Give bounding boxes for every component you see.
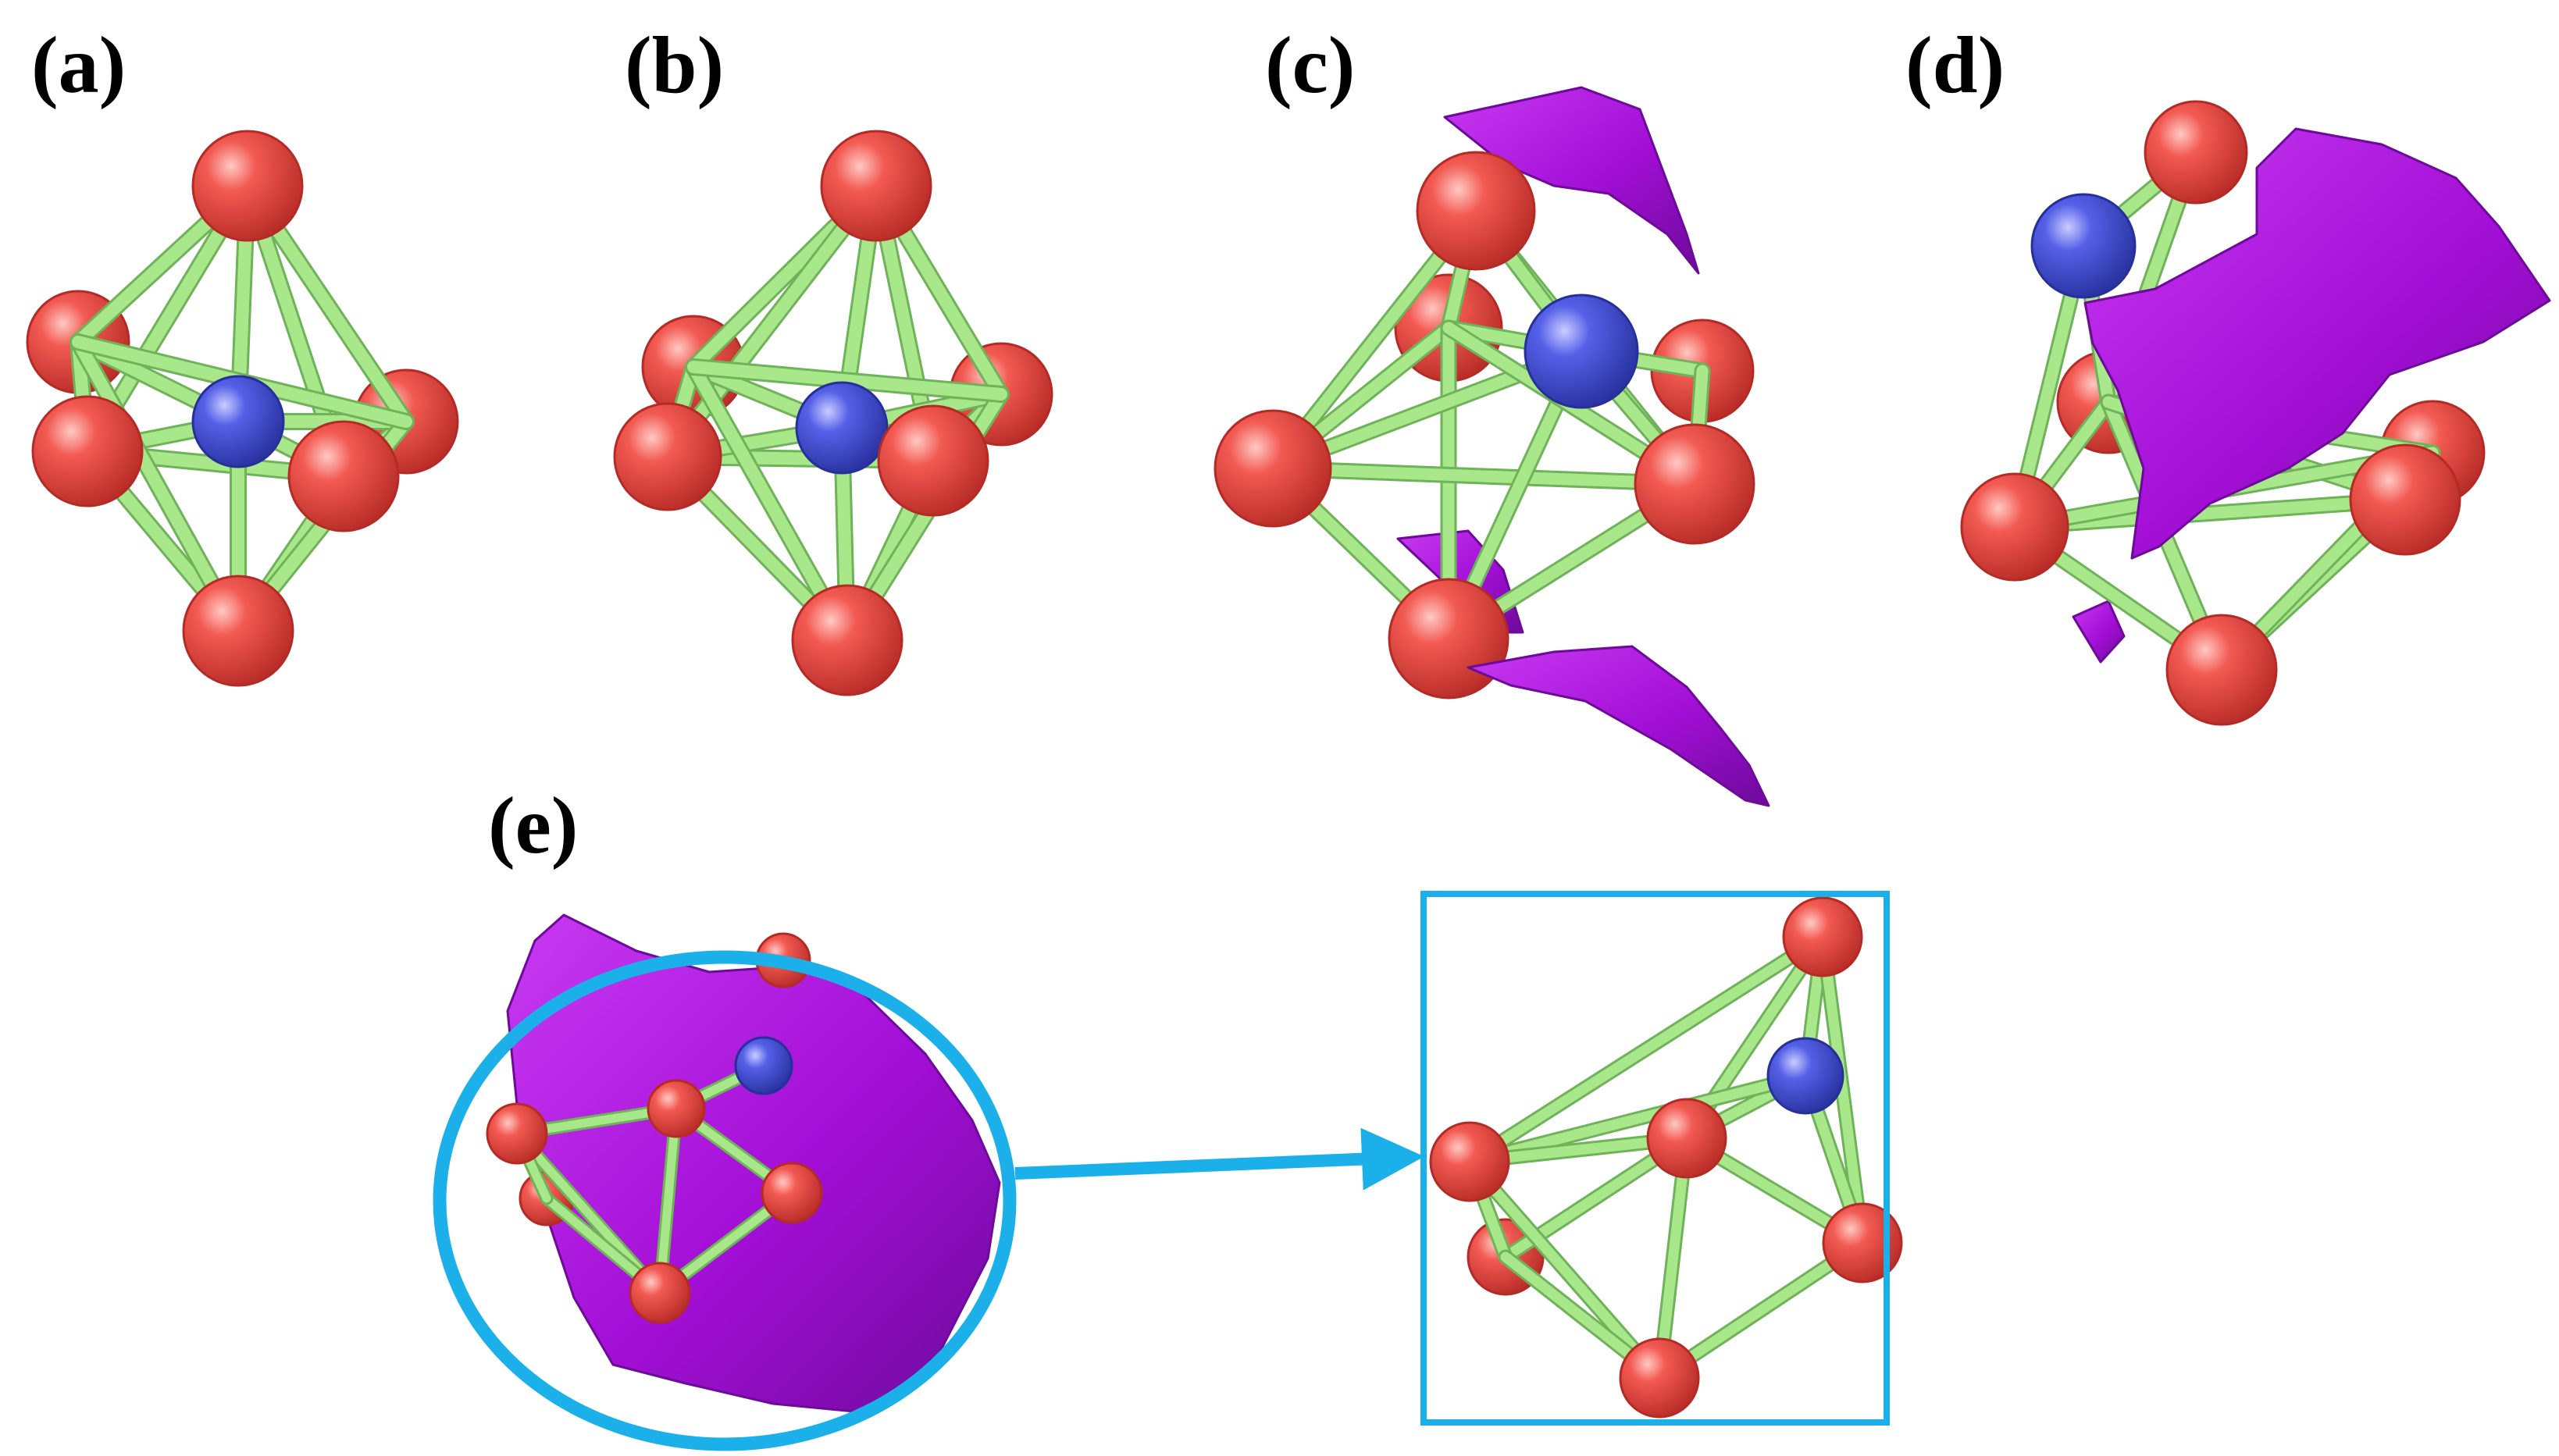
central-atom-blue bbox=[1524, 294, 1639, 409]
vertex-atom-red bbox=[820, 130, 932, 242]
bond bbox=[1464, 931, 1828, 1167]
cluster-panel-c bbox=[1214, 86, 1770, 807]
bond bbox=[1817, 931, 1868, 1248]
vertex-atom-red bbox=[1782, 896, 1863, 977]
isosurface-front bbox=[2083, 127, 2551, 560]
bond bbox=[1267, 462, 1701, 490]
vertex-atom-red bbox=[1646, 1098, 1727, 1179]
vertex-atom-red bbox=[1388, 578, 1509, 700]
cluster-panel-e-zoomed bbox=[1429, 896, 1903, 1419]
vertex-atom-red bbox=[1416, 151, 1536, 271]
vertex-atom-red bbox=[629, 1262, 691, 1324]
central-atom-blue bbox=[191, 375, 285, 468]
isosurface-back bbox=[2072, 600, 2126, 664]
vertex-atom-red bbox=[182, 575, 294, 687]
isosurface-back bbox=[1443, 86, 1700, 275]
central-atom-blue bbox=[2030, 193, 2137, 299]
vertex-atom-red bbox=[287, 420, 400, 532]
panel-label-a: (a) bbox=[31, 20, 126, 110]
central-atom-blue bbox=[734, 1036, 793, 1095]
panel-label-c: (c) bbox=[1265, 20, 1355, 110]
bond bbox=[1464, 1070, 1811, 1167]
vertex-atom-red bbox=[1619, 1337, 1700, 1419]
vertex-atom-red bbox=[1960, 472, 2069, 582]
highlight-ellipse bbox=[433, 950, 1017, 1451]
cluster-panel-d bbox=[1960, 100, 2551, 726]
vertex-atom-red bbox=[761, 1162, 823, 1224]
vertex-atom-red bbox=[1214, 409, 1332, 528]
central-atom-blue bbox=[795, 381, 889, 475]
vertex-atom-red bbox=[2349, 443, 2461, 556]
central-atom-blue bbox=[1766, 1037, 1844, 1115]
bond bbox=[661, 180, 882, 463]
bond bbox=[1654, 1237, 1868, 1383]
vertex-atom-red bbox=[791, 584, 903, 696]
zoom-box bbox=[1420, 891, 1890, 1426]
vertex-atom-red bbox=[613, 402, 722, 511]
cluster-panel-b bbox=[613, 130, 1053, 696]
vertex-atom-red bbox=[2144, 100, 2248, 205]
isosurface-front bbox=[1467, 645, 1770, 807]
cluster-panel-e-circled bbox=[486, 913, 1001, 1415]
panel-label-e: (e) bbox=[488, 781, 578, 870]
vertex-atom-red bbox=[1634, 423, 1755, 545]
cluster-panel-a bbox=[26, 130, 459, 687]
vertex-atom-red bbox=[2165, 614, 2278, 726]
vertex-atom-red bbox=[31, 395, 144, 507]
vertex-atom-red bbox=[877, 404, 989, 517]
vertex-atom-red bbox=[1822, 1202, 1903, 1283]
zoom-arrow bbox=[1014, 1127, 1424, 1191]
panel-label-d: (d) bbox=[1905, 20, 2005, 110]
panel-label-b: (b) bbox=[625, 20, 724, 110]
vertex-atom-red bbox=[486, 1102, 548, 1165]
bond bbox=[687, 361, 1007, 400]
bond bbox=[1464, 1156, 1665, 1383]
vertex-atom-red bbox=[647, 1079, 706, 1138]
vertex-atom-red bbox=[1429, 1121, 1510, 1202]
vertex-atom-red bbox=[191, 130, 304, 242]
